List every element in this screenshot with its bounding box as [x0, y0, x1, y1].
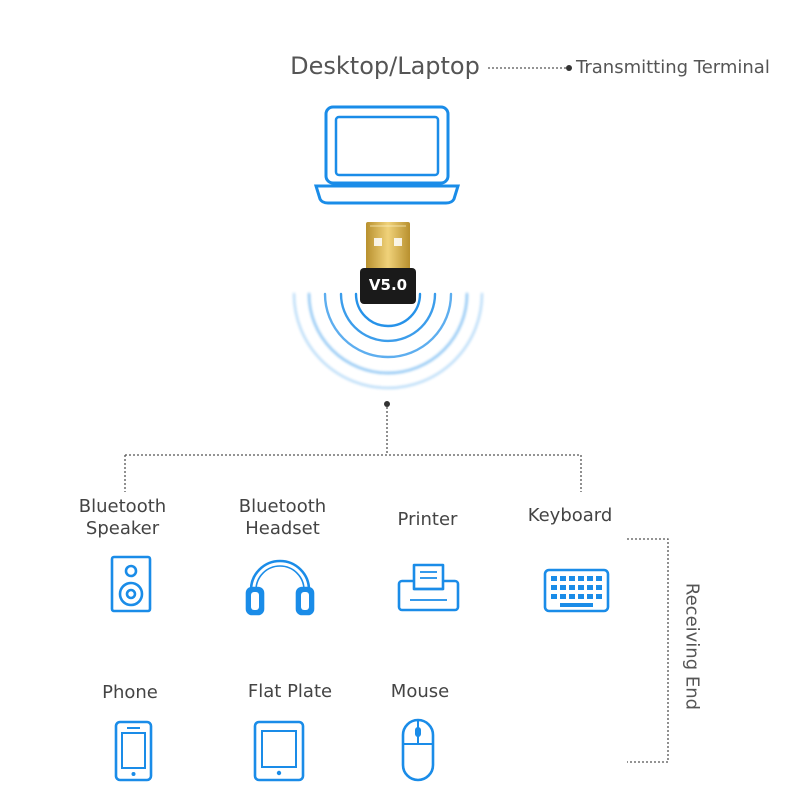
keyboard-icon: [543, 568, 610, 613]
tree-root-dot: [384, 401, 390, 407]
adapter-version-label: V5.0: [368, 276, 408, 294]
signal-wave-2: [339, 292, 437, 343]
device-label-line: Speaker: [85, 517, 160, 539]
speaker-icon: [110, 555, 152, 613]
headphones-icon: [245, 559, 315, 616]
usb-contact-left: [374, 238, 382, 246]
laptop-screen-inner: [334, 115, 440, 177]
device-label-keyboard: Keyboard: [510, 505, 630, 527]
usb-body: [360, 268, 416, 304]
receiving-end-bracket: [627, 538, 669, 763]
transmitting-terminal-label: Transmitting Terminal: [576, 57, 770, 78]
receiving-end-label: Receiving End: [681, 582, 703, 711]
laptop-screen-outer: [324, 105, 450, 185]
usb-connector: [366, 222, 410, 270]
tablet-icon: [253, 720, 305, 782]
usb-contact-right: [394, 238, 402, 246]
laptop-base: [313, 184, 461, 205]
device-label-headset: Bluetooth Headset: [220, 496, 345, 539]
mouse-icon: [401, 718, 435, 782]
signal-wave-4: [307, 292, 469, 375]
connector-dot: [566, 65, 572, 71]
printer-icon: [397, 563, 460, 612]
signal-wave-5: [292, 292, 484, 390]
device-label-phone: Phone: [75, 682, 185, 704]
device-label-printer: Printer: [370, 509, 485, 531]
usb-adapter-icon: [360, 222, 416, 304]
device-label-line: Bluetooth: [78, 496, 167, 517]
phone-icon: [114, 720, 153, 782]
device-label-line: Phone: [102, 682, 158, 703]
distribution-tree: [124, 401, 582, 492]
device-label-line: Mouse: [390, 681, 450, 702]
device-label-line: Headset: [245, 517, 320, 539]
signal-wave-1: [354, 292, 422, 328]
signal-waves-icon: [292, 292, 484, 390]
transmitter-connector: [488, 65, 572, 71]
device-label-line: Bluetooth: [238, 496, 327, 517]
device-label-mouse: Mouse: [365, 681, 475, 703]
source-device-label: Desktop/Laptop: [290, 52, 480, 80]
device-label-speaker: Bluetooth Speaker: [60, 496, 185, 539]
device-label-line: Flat Plate: [247, 681, 333, 702]
device-label-tablet: Flat Plate: [225, 681, 355, 703]
laptop-icon: [313, 105, 461, 205]
signal-wave-3: [323, 292, 453, 359]
device-label-line: Keyboard: [527, 505, 613, 526]
device-label-line: Printer: [397, 509, 458, 530]
